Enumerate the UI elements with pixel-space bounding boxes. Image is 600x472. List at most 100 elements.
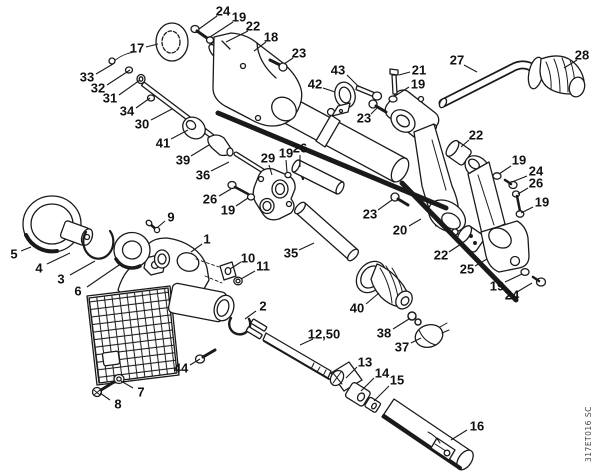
outer-tube-16-hole [443,449,451,457]
leader-line-19 [520,206,534,214]
leader-line-22 [225,30,249,43]
leader-line-9 [157,220,166,228]
leader-line-14 [360,377,375,392]
leader-line-19 [209,21,234,38]
fan-housing-18-screwhole2 [254,114,262,122]
leader-line-38 [392,318,410,330]
bracket-29-hole [257,175,265,183]
grip-40-end-hole [400,296,410,306]
bolt-21-head [389,68,399,76]
clutch-disc-17 [155,22,189,62]
leader-line-32 [106,69,131,86]
hidden-lines [195,258,223,284]
part-label-8: 8 [114,397,121,412]
screw-9-washer [153,226,161,234]
part-label-22: 22 [469,128,483,143]
leader-line-42 [322,87,336,93]
nut-19b [246,193,256,201]
clutch-drum-5-shade [24,233,59,254]
grip-28-ribs [545,57,576,93]
leader-line-10 [229,261,242,270]
leader-line-39 [190,144,210,157]
part-label-1: 1 [203,232,210,247]
leader-line-23 [377,199,393,211]
leader-line-20 [408,218,422,227]
bolt-26b-shaft [233,185,250,196]
part-label-23: 23 [357,111,371,126]
shaft-1250-edge [263,340,330,380]
screw-9-head [145,219,153,227]
drive-tube-end [390,157,410,183]
leader-line-22 [460,139,470,148]
bushing-22-mid [445,139,472,166]
part-label-25: 25 [460,262,474,277]
part-label-42: 42 [308,77,322,92]
leader-line-27 [463,64,478,73]
leader-line-8 [99,392,111,401]
leader-line-4 [46,252,71,265]
bolt-21-shaft [391,74,398,95]
part-label-7: 7 [137,385,144,400]
part-label-23: 23 [363,207,377,222]
part-label-19: 19 [535,195,549,210]
leader-line-19 [498,165,512,175]
bushing-22-low-dot2 [473,241,477,245]
plate-10-hole [224,266,232,276]
clip-38-ring [414,318,422,326]
bearing-3-shade [114,257,142,270]
part-label-18: 18 [264,30,278,45]
fan-housing-18-outlet [271,96,297,122]
shaft-1250-splines [310,362,327,377]
bushing-15-hole [371,402,377,410]
outer-tube-16-cut [427,431,441,444]
coupler-13-cross [332,371,343,385]
part-label-17: 17 [130,41,144,56]
leader-line-33 [95,63,114,75]
part-label-3: 3 [57,272,64,287]
leader-line-7 [120,380,134,389]
gear-housing-1-bore-inner [216,299,230,317]
bracket-29-bore2-inner [262,200,272,212]
bolt-23c-shaft [396,197,410,207]
leader-line-2 [244,310,257,320]
leader-line-36 [210,161,230,172]
part-label-24: 24 [529,164,544,179]
part-label-24: 24 [216,4,231,19]
part-label-36: 36 [196,168,210,183]
snap-ring-2 [228,316,252,336]
leader-line-28 [563,59,578,69]
part-label-19: 19 [279,146,293,161]
washer-19-mid [388,95,398,103]
leader-line-24 [516,282,533,293]
eyelet-42-hole [338,86,352,104]
bolt-23a-head [278,62,288,72]
part-label-43: 43 [331,63,345,78]
part-label-23: 23 [292,46,306,61]
arm-25-rib [477,174,495,226]
part-label-40: 40 [350,301,364,316]
fan-housing-18-ridge [256,42,277,79]
part-label-5: 5 [10,247,17,262]
fan-housing-18-line [221,40,231,50]
part-label-6: 6 [74,284,81,299]
part-label-39: 39 [176,153,190,168]
leader-line-13 [345,366,358,379]
part-label-14: 14 [375,366,390,381]
part-label-19: 19 [232,10,246,25]
washer-19f [520,267,530,277]
leader-line-25 [474,258,488,267]
leader-line-5 [20,246,32,252]
bracket-29-hole2 [285,200,293,208]
washer-7-hole [116,376,122,382]
part-label-20: 20 [393,223,407,238]
leader-line-19 [285,159,288,173]
leader-line-16 [450,429,468,441]
part-label-35: 35 [284,246,298,261]
part-label-44: 44 [174,361,189,376]
leader-line-23 [370,107,378,115]
screw-33 [108,57,116,65]
leader-line-26 [218,188,232,197]
leader-line-41 [170,129,189,140]
eyelet-42-pin [338,108,344,114]
arm-20-rib [431,139,447,191]
